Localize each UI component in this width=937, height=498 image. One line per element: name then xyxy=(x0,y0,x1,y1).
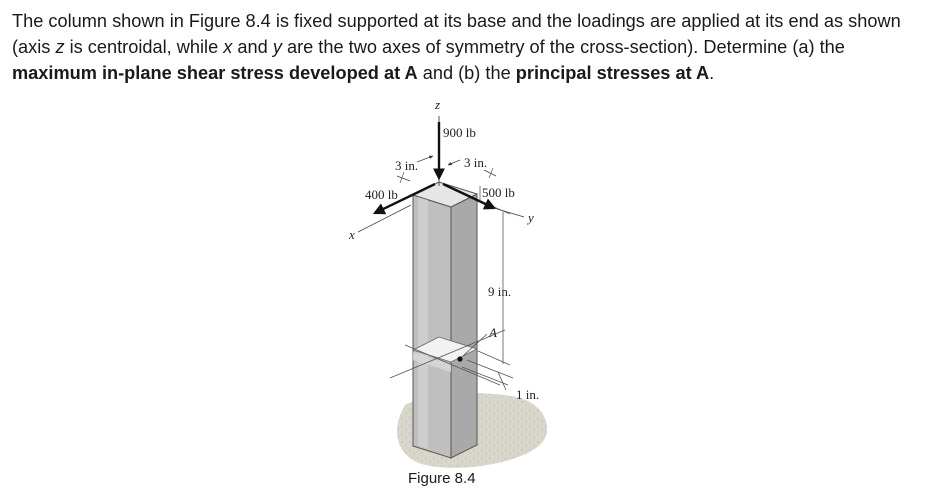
dim-offset: 1 in. xyxy=(516,387,539,402)
point-a-marker xyxy=(457,356,463,362)
axis-y-line xyxy=(493,207,525,218)
problem-text: is centroidal, while xyxy=(64,37,224,57)
figure-caption: Figure 8.4 xyxy=(408,470,476,487)
bold-part-a: maximum in-plane shear stress developed … xyxy=(12,63,418,83)
load-400-label: 400 lb xyxy=(365,187,398,202)
var-z: z xyxy=(55,37,65,57)
problem-text: and (b) the xyxy=(417,63,516,83)
load-900-label: 900 lb xyxy=(443,125,476,140)
load-500-arrow xyxy=(442,182,497,210)
var-x: x xyxy=(223,37,233,57)
problem-statement: The column shown in Figure 8.4 is fixed … xyxy=(12,8,927,86)
section-axis-x xyxy=(389,329,506,379)
problem-text: and xyxy=(232,37,273,57)
problem-text: The column shown in Figure 8.4 is fixed … xyxy=(12,11,901,57)
dim-left: 3 in. xyxy=(395,158,418,173)
section-axis-y xyxy=(404,344,501,386)
column-right-face xyxy=(450,193,478,459)
axis-y-label: y xyxy=(526,210,534,225)
problem-text: . xyxy=(709,63,715,83)
axis-x-label: x xyxy=(348,227,355,242)
axis-z-label: z xyxy=(434,97,440,112)
axis-x-line xyxy=(357,204,412,233)
label-point-a: A xyxy=(488,325,497,340)
dim-height: 9 in. xyxy=(488,284,511,299)
problem-text: are the two axes of symmetry of the cros… xyxy=(281,37,845,57)
bold-part-b: principal stresses at A xyxy=(515,63,710,83)
column-highlight xyxy=(418,197,428,449)
load-400-arrow xyxy=(372,182,436,215)
dim-right: 3 in. xyxy=(464,155,487,170)
load-500-label: 500 lb xyxy=(482,185,515,200)
var-y: y xyxy=(272,37,282,57)
